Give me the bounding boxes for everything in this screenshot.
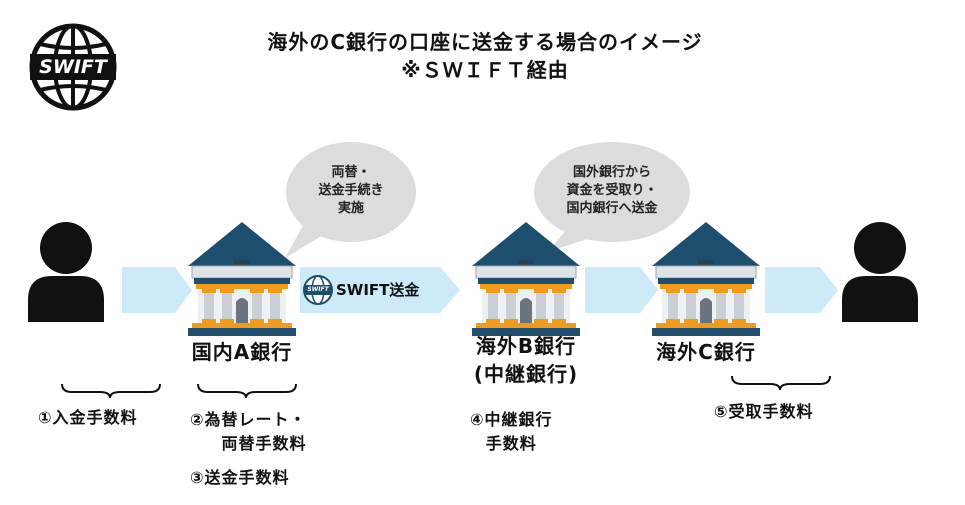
bank-a-icon bbox=[187, 221, 297, 337]
globe-icon bbox=[29, 23, 117, 111]
bubble-left-text: 両替・ 送金手続き 実施 bbox=[318, 165, 384, 216]
recipient-person-icon bbox=[842, 222, 918, 322]
brace-fee1 bbox=[61, 383, 161, 399]
bank-a-label: 国内A銀行 bbox=[191, 340, 293, 364]
arrow-sender-to-a bbox=[122, 267, 192, 313]
bank-b-sign: BANK bbox=[517, 259, 535, 266]
title-line-1: 海外のC銀行の口座に送金する場合のイメージ bbox=[267, 30, 703, 54]
swift-logo-text: SWIFT bbox=[39, 56, 107, 78]
swift-small-icon-text: SWIFT bbox=[307, 286, 329, 293]
fee-3: ③送金手数料 bbox=[190, 468, 290, 487]
bank-c-sign: BANK bbox=[697, 259, 715, 266]
diagram-title: 海外のC銀行の口座に送金する場合のイメージ ※ＳＷＩＦＴ経由 bbox=[180, 28, 790, 84]
fee-2: ②為替レート・ 両替手数料 bbox=[190, 410, 307, 453]
bank-b-label: 海外B銀行 (中継銀行) bbox=[473, 334, 579, 386]
arrow-a-to-b bbox=[300, 267, 460, 313]
bank-c-label: 海外C銀行 bbox=[656, 340, 756, 364]
fee-4: ④中継銀行 手数料 bbox=[470, 410, 553, 453]
swift-small-icon bbox=[303, 275, 333, 305]
bank-a-sign: BANK bbox=[233, 259, 251, 266]
bubble-left bbox=[285, 142, 416, 258]
bubble-right-text: 国外銀行から 資金を受取り・ 国内銀行へ送金 bbox=[566, 165, 658, 216]
swift-logo: SWIFT bbox=[28, 22, 118, 112]
fee-1: ①入金手数料 bbox=[38, 408, 138, 427]
swift-transfer-label: SWIFT送金 bbox=[336, 281, 420, 299]
arrow-b-to-c bbox=[585, 267, 658, 313]
sender-person-icon bbox=[28, 222, 104, 322]
brace-fee5 bbox=[731, 375, 831, 391]
bubble-right bbox=[534, 142, 690, 252]
title-line-2: ※ＳＷＩＦＴ経由 bbox=[401, 58, 569, 82]
arrow-c-to-recipient bbox=[765, 267, 838, 313]
brace-fee2 bbox=[197, 383, 297, 399]
bank-c-icon bbox=[651, 221, 761, 337]
fee-5: ⑤受取手数料 bbox=[714, 402, 814, 421]
